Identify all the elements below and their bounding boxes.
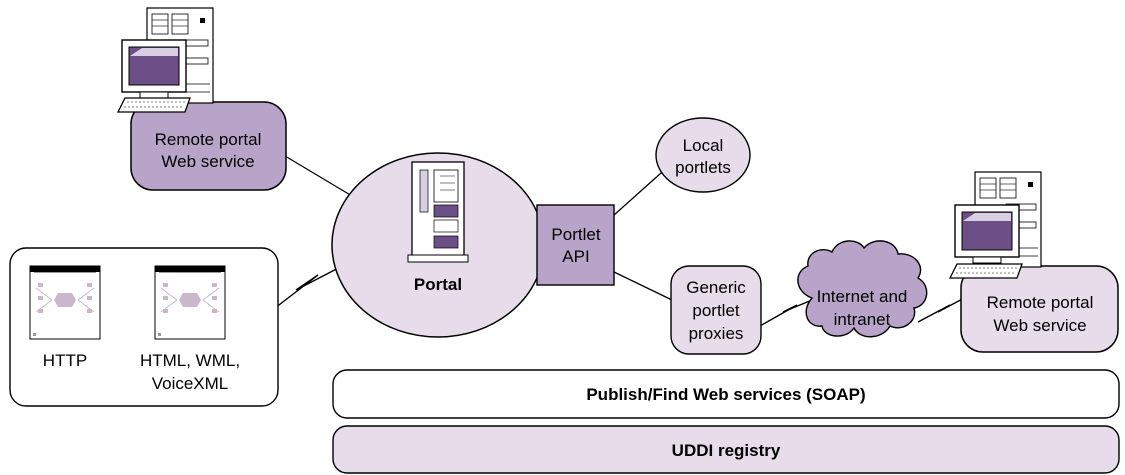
portal-label: Portal — [414, 275, 462, 294]
client-markup-line1: HTML, WML, — [140, 351, 240, 370]
internet-intranet-cloud: Internet and intranet — [797, 240, 928, 338]
remote-portal-top-line2: Web service — [161, 152, 254, 171]
client-markup-line2: VoiceXML — [152, 374, 229, 393]
internet-cloud-line2: intranet — [834, 310, 891, 329]
local-portlets-node: Local portlets — [655, 117, 751, 193]
generic-proxies-line2: portlet — [692, 301, 740, 320]
connector-api-to-proxies — [613, 271, 673, 301]
server-tower-icon — [407, 161, 469, 263]
local-portlets-line1: Local — [683, 136, 724, 155]
generic-proxies-line3: proxies — [689, 324, 744, 343]
proxy-to-internet-link — [759, 299, 813, 327]
remote-portal-right-line1: Remote portal — [987, 293, 1094, 312]
clients-box: HTTP HTML, WML, VoiceXML — [9, 247, 279, 407]
internet-cloud-line1: Internet and — [817, 287, 908, 306]
remote-portal-web-service-right: Remote portal Web service — [960, 265, 1119, 353]
workstation-computer-icon — [116, 7, 214, 113]
publish-find-label: Publish/Find Web services (SOAP) — [586, 385, 865, 404]
portlet-api-line2: API — [562, 247, 589, 266]
remote-portal-right-line2: Web service — [993, 316, 1086, 335]
cloud-icon — [797, 240, 928, 338]
generic-portlet-proxies-node: Generic portlet proxies — [670, 265, 762, 355]
uddi-registry-bar: UDDI registry — [332, 425, 1120, 474]
publish-find-bar: Publish/Find Web services (SOAP) — [332, 369, 1120, 419]
local-portlets-line2: portlets — [675, 158, 731, 177]
client-window-icon — [154, 265, 226, 340]
wireless-link-zigzag — [261, 261, 351, 319]
generic-proxies-line1: Generic — [686, 278, 746, 297]
uddi-registry-label: UDDI registry — [672, 441, 781, 460]
remote-portal-web-service-top: Remote portal Web service — [130, 101, 287, 191]
remote-portal-top-line1: Remote portal — [155, 130, 262, 149]
client-window-icon — [29, 265, 101, 340]
internet-to-remote-link — [917, 295, 969, 323]
client-http-label: HTTP — [43, 351, 87, 370]
portlet-api-node: Portlet API — [536, 204, 615, 286]
connector-api-to-local — [613, 164, 671, 216]
connector-remote-to-portal — [274, 149, 353, 197]
workstation-computer-icon — [948, 171, 1042, 279]
portlet-api-line1: Portlet — [551, 225, 600, 244]
